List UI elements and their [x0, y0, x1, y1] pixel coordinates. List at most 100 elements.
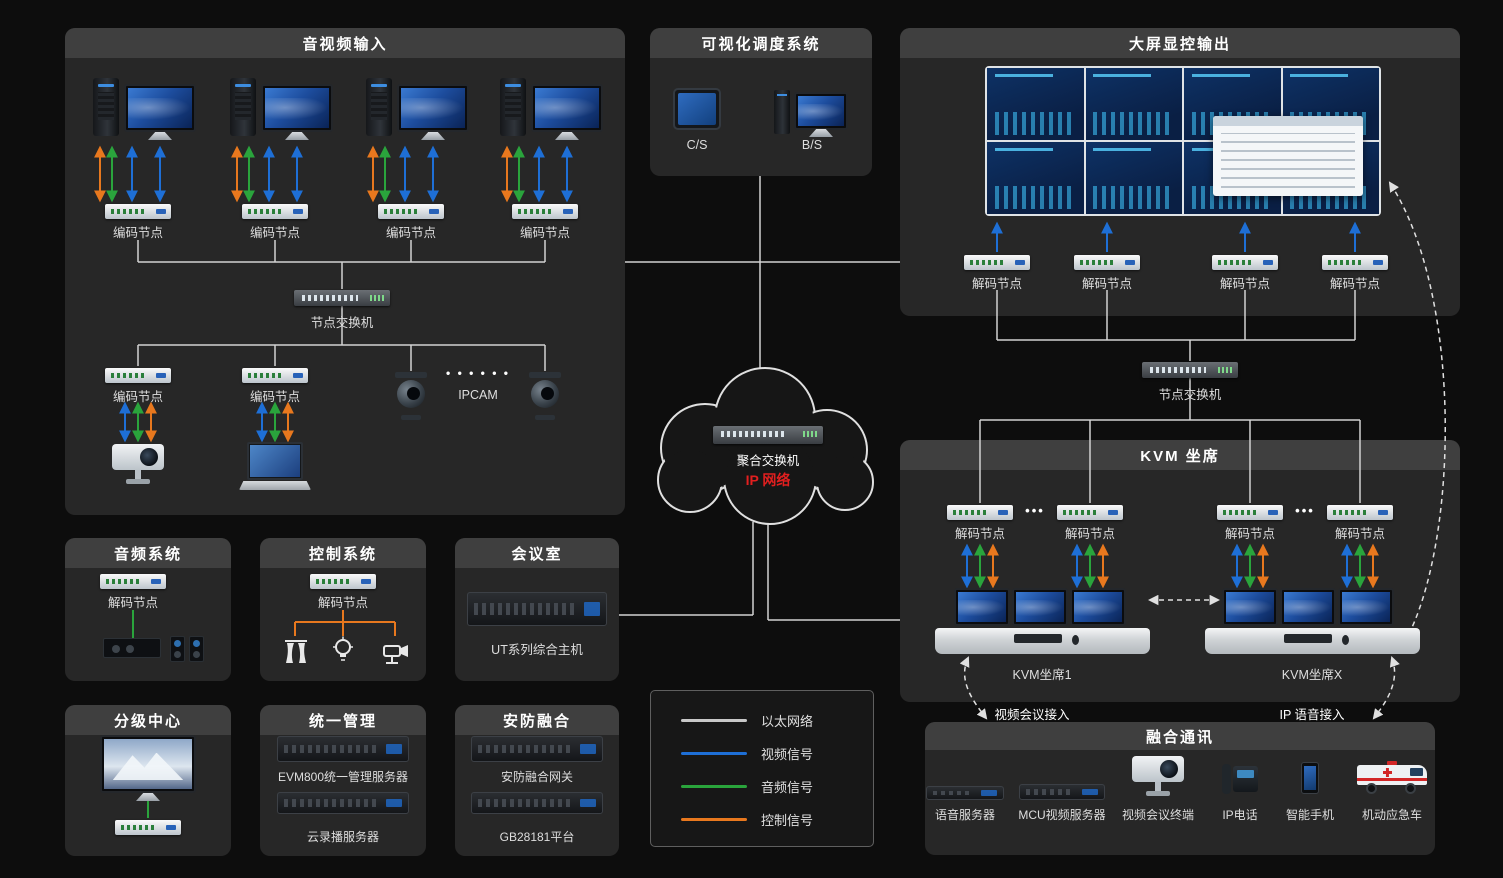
pc-tower-icon — [230, 78, 256, 136]
encoder-node-device — [242, 368, 308, 383]
encoder-node-device — [105, 368, 171, 383]
photo-monitor-icon — [100, 735, 196, 793]
evm800-server-label: EVM800统一管理服务器 — [277, 770, 409, 784]
video-wall-popup-window — [1213, 116, 1363, 196]
monitor-icon — [124, 84, 196, 132]
cloud-record-server-label: 云录播服务器 — [306, 830, 380, 844]
ip-network-label: IP 网络 — [745, 472, 791, 488]
panel-title-text: 可视化调度系统 — [701, 35, 821, 53]
decoder-node-label: 解码节点 — [971, 277, 1023, 291]
ip-phone-icon — [1222, 764, 1258, 794]
mouse-icon — [1072, 635, 1079, 645]
panel-title-meeting: 会议室 — [455, 538, 619, 568]
legend-item-control: 控制信号 — [681, 810, 813, 829]
security-gateway-label: 安防融合网关 — [500, 770, 574, 784]
camera-icon — [381, 640, 411, 671]
decoder-node-device — [1322, 255, 1388, 270]
node-switch-label: 节点交换机 — [310, 316, 374, 330]
kvm-seatx-label: KVM坐席X — [1281, 668, 1343, 682]
cloud-shape — [657, 367, 874, 525]
decoder-node-device — [100, 574, 166, 589]
mcu-video-server-label: MCU视频服务器 — [1018, 808, 1106, 822]
curtain-icon — [283, 638, 309, 671]
monitor-stand — [148, 132, 172, 140]
cs-label: C/S — [686, 138, 708, 152]
monitor-stand — [285, 132, 309, 140]
legend: 以太网络 视频信号 音频信号 控制信号 — [650, 690, 874, 847]
node-switch-device — [1142, 362, 1238, 378]
panel-title-mgmt: 统一管理 — [260, 705, 426, 735]
speaker-icon — [170, 636, 185, 662]
display-panel-bus-links — [979, 290, 1361, 503]
panel-title-text: 控制系统 — [308, 545, 377, 563]
pc-tower-icon — [366, 78, 392, 136]
decoder-node-label: 解码节点 — [107, 596, 159, 610]
kvm-monitor-icon — [1012, 588, 1068, 626]
panel-title-text: 音频系统 — [113, 545, 182, 563]
keyboard-icon — [1014, 634, 1062, 643]
monitor-icon — [397, 84, 469, 132]
conference-camera-icon — [112, 444, 164, 484]
panel-title-text: KVM 坐席 — [1140, 447, 1220, 465]
ut-host-label: UT系列综合主机 — [491, 643, 583, 657]
encoder-node-label: 编码节点 — [385, 226, 437, 240]
kvm-monitor-icon — [1222, 588, 1278, 626]
decoder-ellipsis: ••• — [1295, 503, 1315, 518]
decoder-node-label: 解码节点 — [317, 596, 369, 610]
dashed-links — [959, 181, 1446, 720]
keyboard-icon — [1284, 634, 1332, 643]
wall-feedback-link — [1388, 181, 1446, 652]
ipcam-label: IPCAM — [458, 388, 498, 402]
panel-title-text: 分级中心 — [113, 712, 182, 730]
decoder-node-device — [310, 574, 376, 589]
core-network-links — [619, 176, 900, 621]
encoder-node-label: 编码节点 — [519, 226, 571, 240]
bs-label: B/S — [801, 138, 823, 152]
node-switch-device — [294, 290, 390, 306]
ip-voice-access-link — [1372, 656, 1400, 720]
legend-label: 视频信号 — [761, 747, 814, 762]
video-conf-access-label: 视频会议接入 — [994, 708, 1070, 722]
decoder-node-device — [1212, 255, 1278, 270]
panel-title-av-input: 音视频输入 — [65, 28, 625, 58]
ipcam-icon — [391, 372, 431, 420]
light-icon — [331, 636, 355, 671]
legend-label: 以太网络 — [761, 714, 814, 729]
kvm-monitor-icon — [1338, 588, 1394, 626]
signal-arrows — [94, 145, 1379, 818]
encoder-node-device — [105, 204, 171, 219]
decoder-node-label: 解码节点 — [1224, 527, 1276, 541]
legend-item-audio: 音频信号 — [681, 777, 813, 796]
gb28181-platform-icon — [471, 792, 603, 814]
ambulance-icon — [1357, 758, 1427, 794]
amplifier-icon — [103, 638, 161, 658]
kvm-monitor-icon — [1280, 588, 1336, 626]
monitor-stand — [809, 129, 833, 137]
encoder-node-device — [242, 204, 308, 219]
decoder-node-device — [1217, 505, 1283, 520]
panel-title-dispatch: 可视化调度系统 — [650, 28, 872, 58]
monitor-stand — [555, 132, 579, 140]
av-panel-bus-links — [137, 240, 546, 371]
aggregation-switch-label: 聚合交换机 — [736, 454, 800, 468]
panel-title-text: 安防融合 — [502, 712, 571, 730]
decoder-node-device — [1327, 505, 1393, 520]
legend-label: 控制信号 — [761, 813, 814, 828]
video-conf-terminal-label: 视频会议终端 — [1121, 808, 1195, 822]
control-line-swatch — [681, 818, 747, 821]
panel-title-text: 融合通讯 — [1145, 728, 1214, 746]
legend-item-ethernet: 以太网络 — [681, 711, 813, 730]
decoder-ellipsis: ••• — [1025, 503, 1045, 518]
panel-unified-mgmt: 统一管理 — [260, 705, 426, 856]
kvm-monitor-icon — [1070, 588, 1126, 626]
ipcam-ellipsis: • • • • • • — [446, 366, 510, 380]
encoder-node-label: 编码节点 — [112, 390, 164, 404]
voice-server-icon — [926, 786, 1004, 800]
decoder-node-device — [1057, 505, 1123, 520]
decoder-node-device — [1074, 255, 1140, 270]
ipcam-icon — [525, 372, 565, 420]
decoder-node-device — [947, 505, 1013, 520]
mouse-icon — [1342, 635, 1349, 645]
ambulance-label: 机动应急车 — [1361, 808, 1423, 822]
